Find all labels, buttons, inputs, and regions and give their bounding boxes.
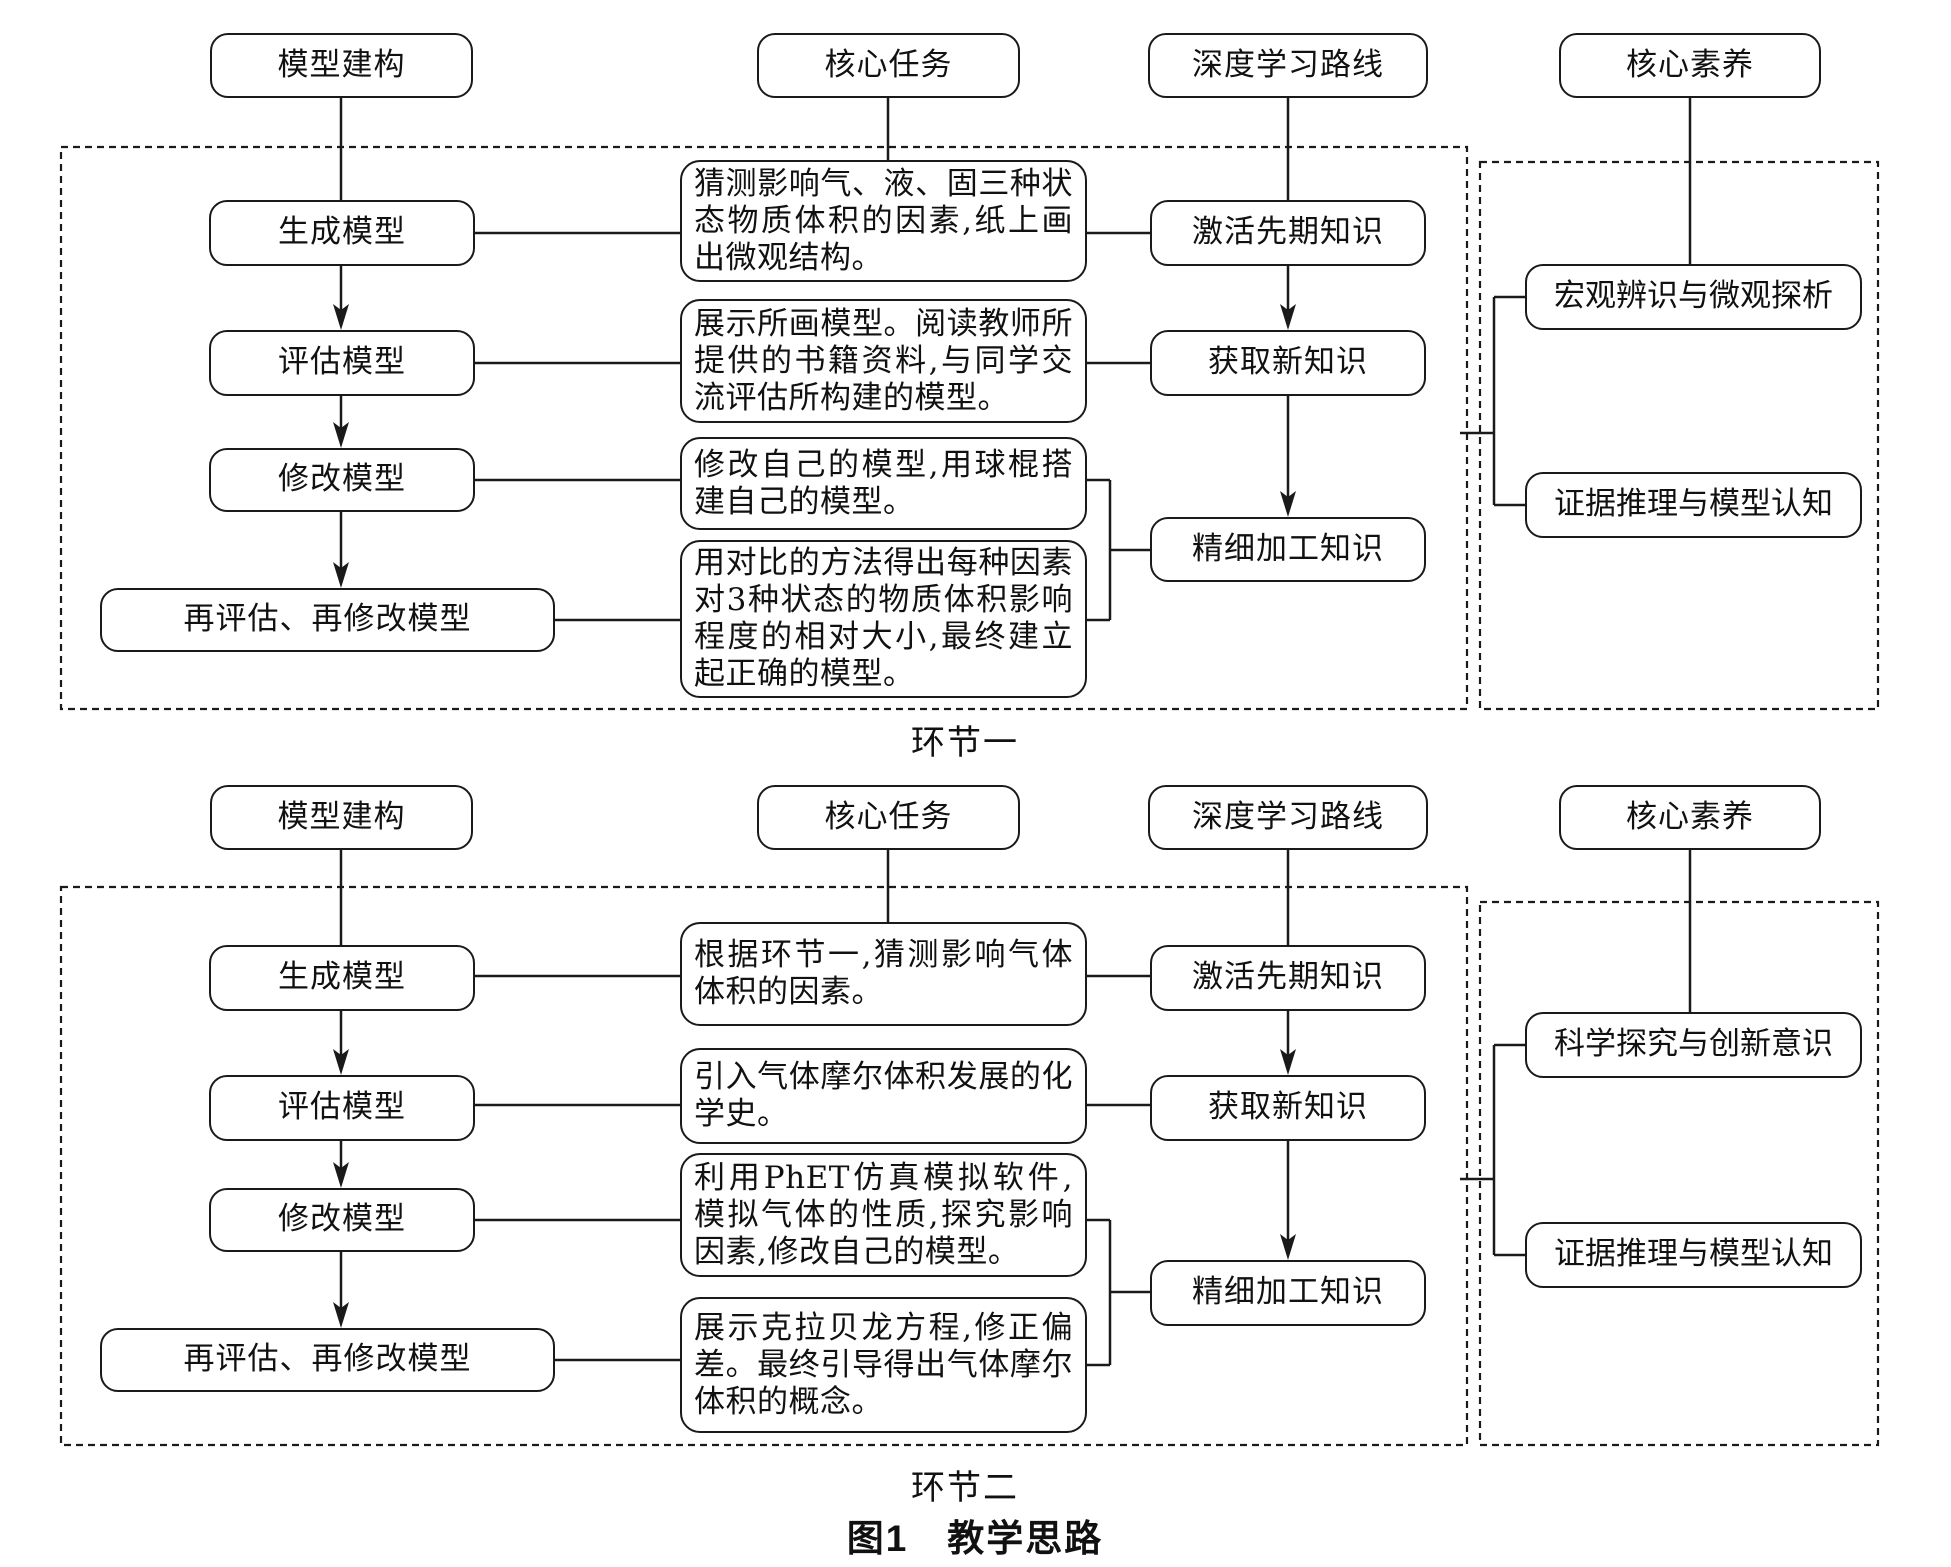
s2-model-step-revise: 修改模型 — [209, 1188, 475, 1252]
s1-route-activate-prior-knowledge: 激活先期知识 — [1150, 200, 1426, 266]
s1-header-model-construction: 模型建构 — [210, 33, 473, 98]
s2-left-dashed-box — [59, 885, 1469, 1447]
section1-dashed-frames — [59, 145, 1880, 711]
s2-header-core-task: 核心任务 — [757, 785, 1020, 850]
s1-right-dashed-box — [1478, 160, 1880, 711]
s2-header-core-literacy: 核心素养 — [1559, 785, 1821, 850]
s1-stage-label: 环节一 — [911, 723, 1019, 763]
s1-header-core-task: 核心任务 — [757, 33, 1020, 98]
s2-model-step-reevaluate-revise: 再评估、再修改模型 — [100, 1328, 555, 1392]
section2-dashed-frames — [59, 885, 1880, 1447]
s2-route-activate-prior-knowledge: 激活先期知识 — [1150, 945, 1426, 1011]
s2-task-1: 根据环节一,猜测影响气体体积的因素。 — [680, 922, 1087, 1026]
s2-header-model-construction: 模型建构 — [210, 785, 473, 850]
s2-task-4: 展示克拉贝龙方程,修正偏差。最终引导得出气体摩尔体积的概念。 — [680, 1297, 1087, 1433]
s2-model-step-generate: 生成模型 — [209, 945, 475, 1011]
s1-task-3: 修改自己的模型,用球棍搭建自己的模型。 — [680, 437, 1087, 530]
s1-left-dashed-box — [59, 145, 1469, 711]
s2-right-dashed-box — [1478, 900, 1880, 1447]
s2-literacy-evidence-model: 证据推理与模型认知 — [1525, 1222, 1862, 1288]
s2-header-deep-learning-route: 深度学习路线 — [1148, 785, 1428, 850]
s2-stage-label: 环节二 — [911, 1468, 1019, 1508]
s2-literacy-inquiry-innovation: 科学探究与创新意识 — [1525, 1012, 1862, 1078]
s1-route-acquire-new-knowledge: 获取新知识 — [1150, 330, 1426, 396]
s2-model-step-evaluate: 评估模型 — [209, 1075, 475, 1141]
s2-route-elaborate-knowledge: 精细加工知识 — [1150, 1260, 1426, 1326]
s2-task-3: 利用PhET仿真模拟软件,模拟气体的性质,探究影响因素,修改自己的模型。 — [680, 1153, 1087, 1277]
s1-task-4: 用对比的方法得出每种因素对3种状态的物质体积影响程度的相对大小,最终建立起正确的… — [680, 540, 1087, 698]
s1-literacy-macro-micro: 宏观辨识与微观探析 — [1525, 264, 1862, 330]
s2-route-acquire-new-knowledge: 获取新知识 — [1150, 1075, 1426, 1141]
s1-task-1: 猜测影响气、液、固三种状态物质体积的因素,纸上画出微观结构。 — [680, 160, 1087, 282]
s1-route-elaborate-knowledge: 精细加工知识 — [1150, 517, 1426, 582]
s1-model-step-evaluate: 评估模型 — [209, 330, 475, 396]
s1-header-deep-learning-route: 深度学习路线 — [1148, 33, 1428, 98]
s1-literacy-evidence-model: 证据推理与模型认知 — [1525, 472, 1862, 538]
s1-connector-lines — [339, 98, 1692, 622]
s1-model-step-revise: 修改模型 — [209, 448, 475, 512]
s1-task-2: 展示所画模型。阅读教师所提供的书籍资料,与同学交流评估所构建的模型。 — [680, 299, 1087, 423]
s1-model-step-reevaluate-revise: 再评估、再修改模型 — [100, 588, 555, 652]
s2-connector-lines — [339, 850, 1692, 1367]
figure-caption: 图1 教学思路 — [846, 1518, 1104, 1559]
s2-task-2: 引入气体摩尔体积发展的化学史。 — [680, 1048, 1087, 1144]
s1-model-step-generate: 生成模型 — [209, 200, 475, 266]
s1-header-core-literacy: 核心素养 — [1559, 33, 1821, 98]
